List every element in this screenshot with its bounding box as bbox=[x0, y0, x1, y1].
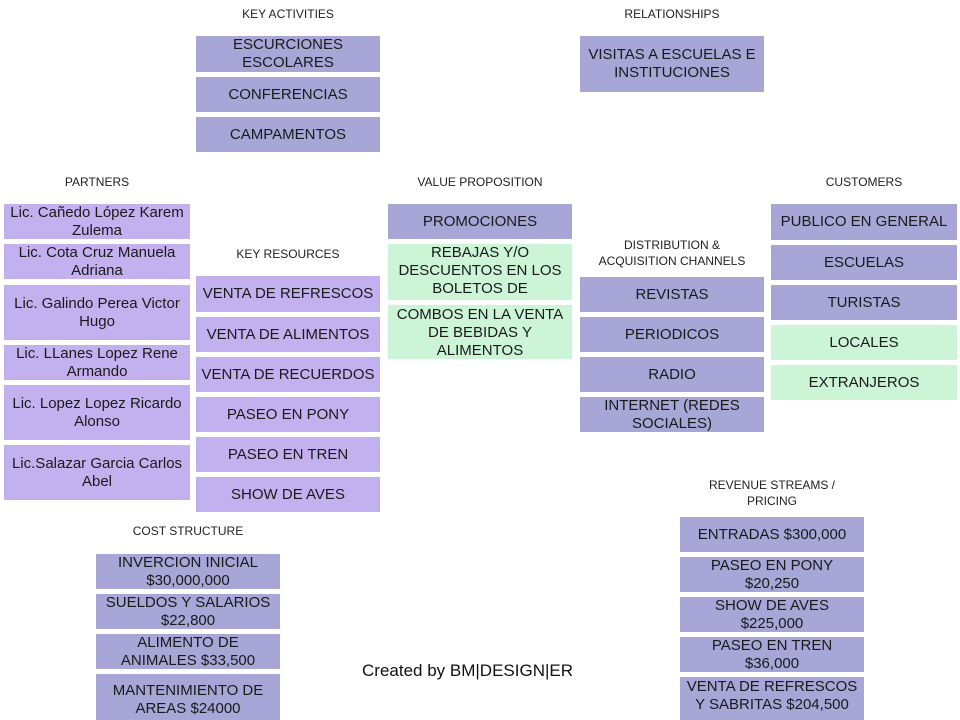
cost-note[interactable]: INVERCION INICIAL $30,000,000 bbox=[96, 554, 280, 589]
key-resource-note[interactable]: VENTA DE REFRESCOS bbox=[196, 276, 380, 312]
value-proposition-note[interactable]: COMBOS EN LA VENTA DE BEBIDAS Y ALIMENTO… bbox=[388, 305, 572, 359]
key-resource-note[interactable]: PASEO EN PONY bbox=[196, 397, 380, 432]
partner-note[interactable]: Lic.Salazar Garcia Carlos Abel bbox=[4, 445, 190, 500]
value-proposition-note[interactable]: REBAJAS Y/O DESCUENTOS EN LOS BOLETOS DE… bbox=[388, 244, 572, 300]
customers-heading: CUSTOMERS bbox=[825, 175, 903, 189]
partner-note[interactable]: Lic. LLanes Lopez Rene Armando bbox=[4, 345, 190, 380]
key-resource-note[interactable]: VENTA DE RECUERDOS bbox=[196, 357, 380, 392]
cost-structure-heading: COST STRUCTURE bbox=[132, 524, 244, 538]
channels-heading: DISTRIBUTION & ACQUISITION CHANNELS bbox=[598, 238, 746, 268]
value-proposition-heading: VALUE PROPOSITION bbox=[417, 175, 543, 189]
credit-text: Created by BM|DESIGN|ER bbox=[362, 661, 574, 680]
key-resource-note[interactable]: PASEO EN TREN bbox=[196, 437, 380, 472]
key-activities-heading: KEY ACTIVITIES bbox=[242, 7, 334, 21]
revenue-streams-heading: REVENUE STREAMS / PRICING bbox=[708, 478, 836, 508]
customer-note[interactable]: LOCALES bbox=[771, 325, 957, 360]
key-activity-note[interactable]: CONFERENCIAS bbox=[196, 77, 380, 112]
cost-note[interactable]: MANTENIMIENTO DE AREAS $24000 bbox=[96, 674, 280, 720]
revenue-note[interactable]: PASEO EN PONY $20,250 bbox=[680, 557, 864, 592]
value-proposition-note[interactable]: PROMOCIONES bbox=[388, 204, 572, 239]
customer-note[interactable]: EXTRANJEROS bbox=[771, 365, 957, 400]
channel-note[interactable]: REVISTAS bbox=[580, 277, 764, 312]
key-activity-note[interactable]: ESCURCIONES ESCOLARES bbox=[196, 36, 380, 72]
cost-note[interactable]: SUELDOS Y SALARIOS $22,800 bbox=[96, 594, 280, 629]
revenue-note[interactable]: PASEO EN TREN $36,000 bbox=[680, 637, 864, 672]
key-resources-heading: KEY RESOURCES bbox=[236, 247, 340, 261]
cost-note[interactable]: ALIMENTO DE ANIMALES $33,500 bbox=[96, 634, 280, 669]
partner-note[interactable]: Lic. Lopez Lopez Ricardo Alonso bbox=[4, 385, 190, 440]
revenue-note[interactable]: ENTRADAS $300,000 bbox=[680, 517, 864, 552]
channel-note[interactable]: PERIODICOS bbox=[580, 317, 764, 352]
partner-note[interactable]: Lic. Cota Cruz Manuela Adriana bbox=[4, 244, 190, 279]
key-resource-note[interactable]: VENTA DE ALIMENTOS bbox=[196, 317, 380, 352]
channel-note[interactable]: INTERNET (REDES SOCIALES) bbox=[580, 397, 764, 432]
relationship-note[interactable]: VISITAS A ESCUELAS E INSTITUCIONES bbox=[580, 36, 764, 92]
partner-note[interactable]: Lic. Cañedo López Karem Zulema bbox=[4, 204, 190, 239]
partner-note[interactable]: Lic. Galindo Perea Victor Hugo bbox=[4, 285, 190, 340]
revenue-note[interactable]: SHOW DE AVES $225,000 bbox=[680, 597, 864, 632]
key-activity-note[interactable]: CAMPAMENTOS bbox=[196, 117, 380, 152]
relationships-heading: RELATIONSHIPS bbox=[624, 7, 720, 21]
customer-note[interactable]: TURISTAS bbox=[771, 285, 957, 320]
revenue-note[interactable]: VENTA DE REFRESCOS Y SABRITAS $204,500 bbox=[680, 677, 864, 720]
partners-heading: PARTNERS bbox=[64, 175, 130, 189]
channel-note[interactable]: RADIO bbox=[580, 357, 764, 392]
customer-note[interactable]: ESCUELAS bbox=[771, 245, 957, 280]
customer-note[interactable]: PUBLICO EN GENERAL bbox=[771, 204, 957, 240]
key-resource-note[interactable]: SHOW DE AVES bbox=[196, 477, 380, 512]
